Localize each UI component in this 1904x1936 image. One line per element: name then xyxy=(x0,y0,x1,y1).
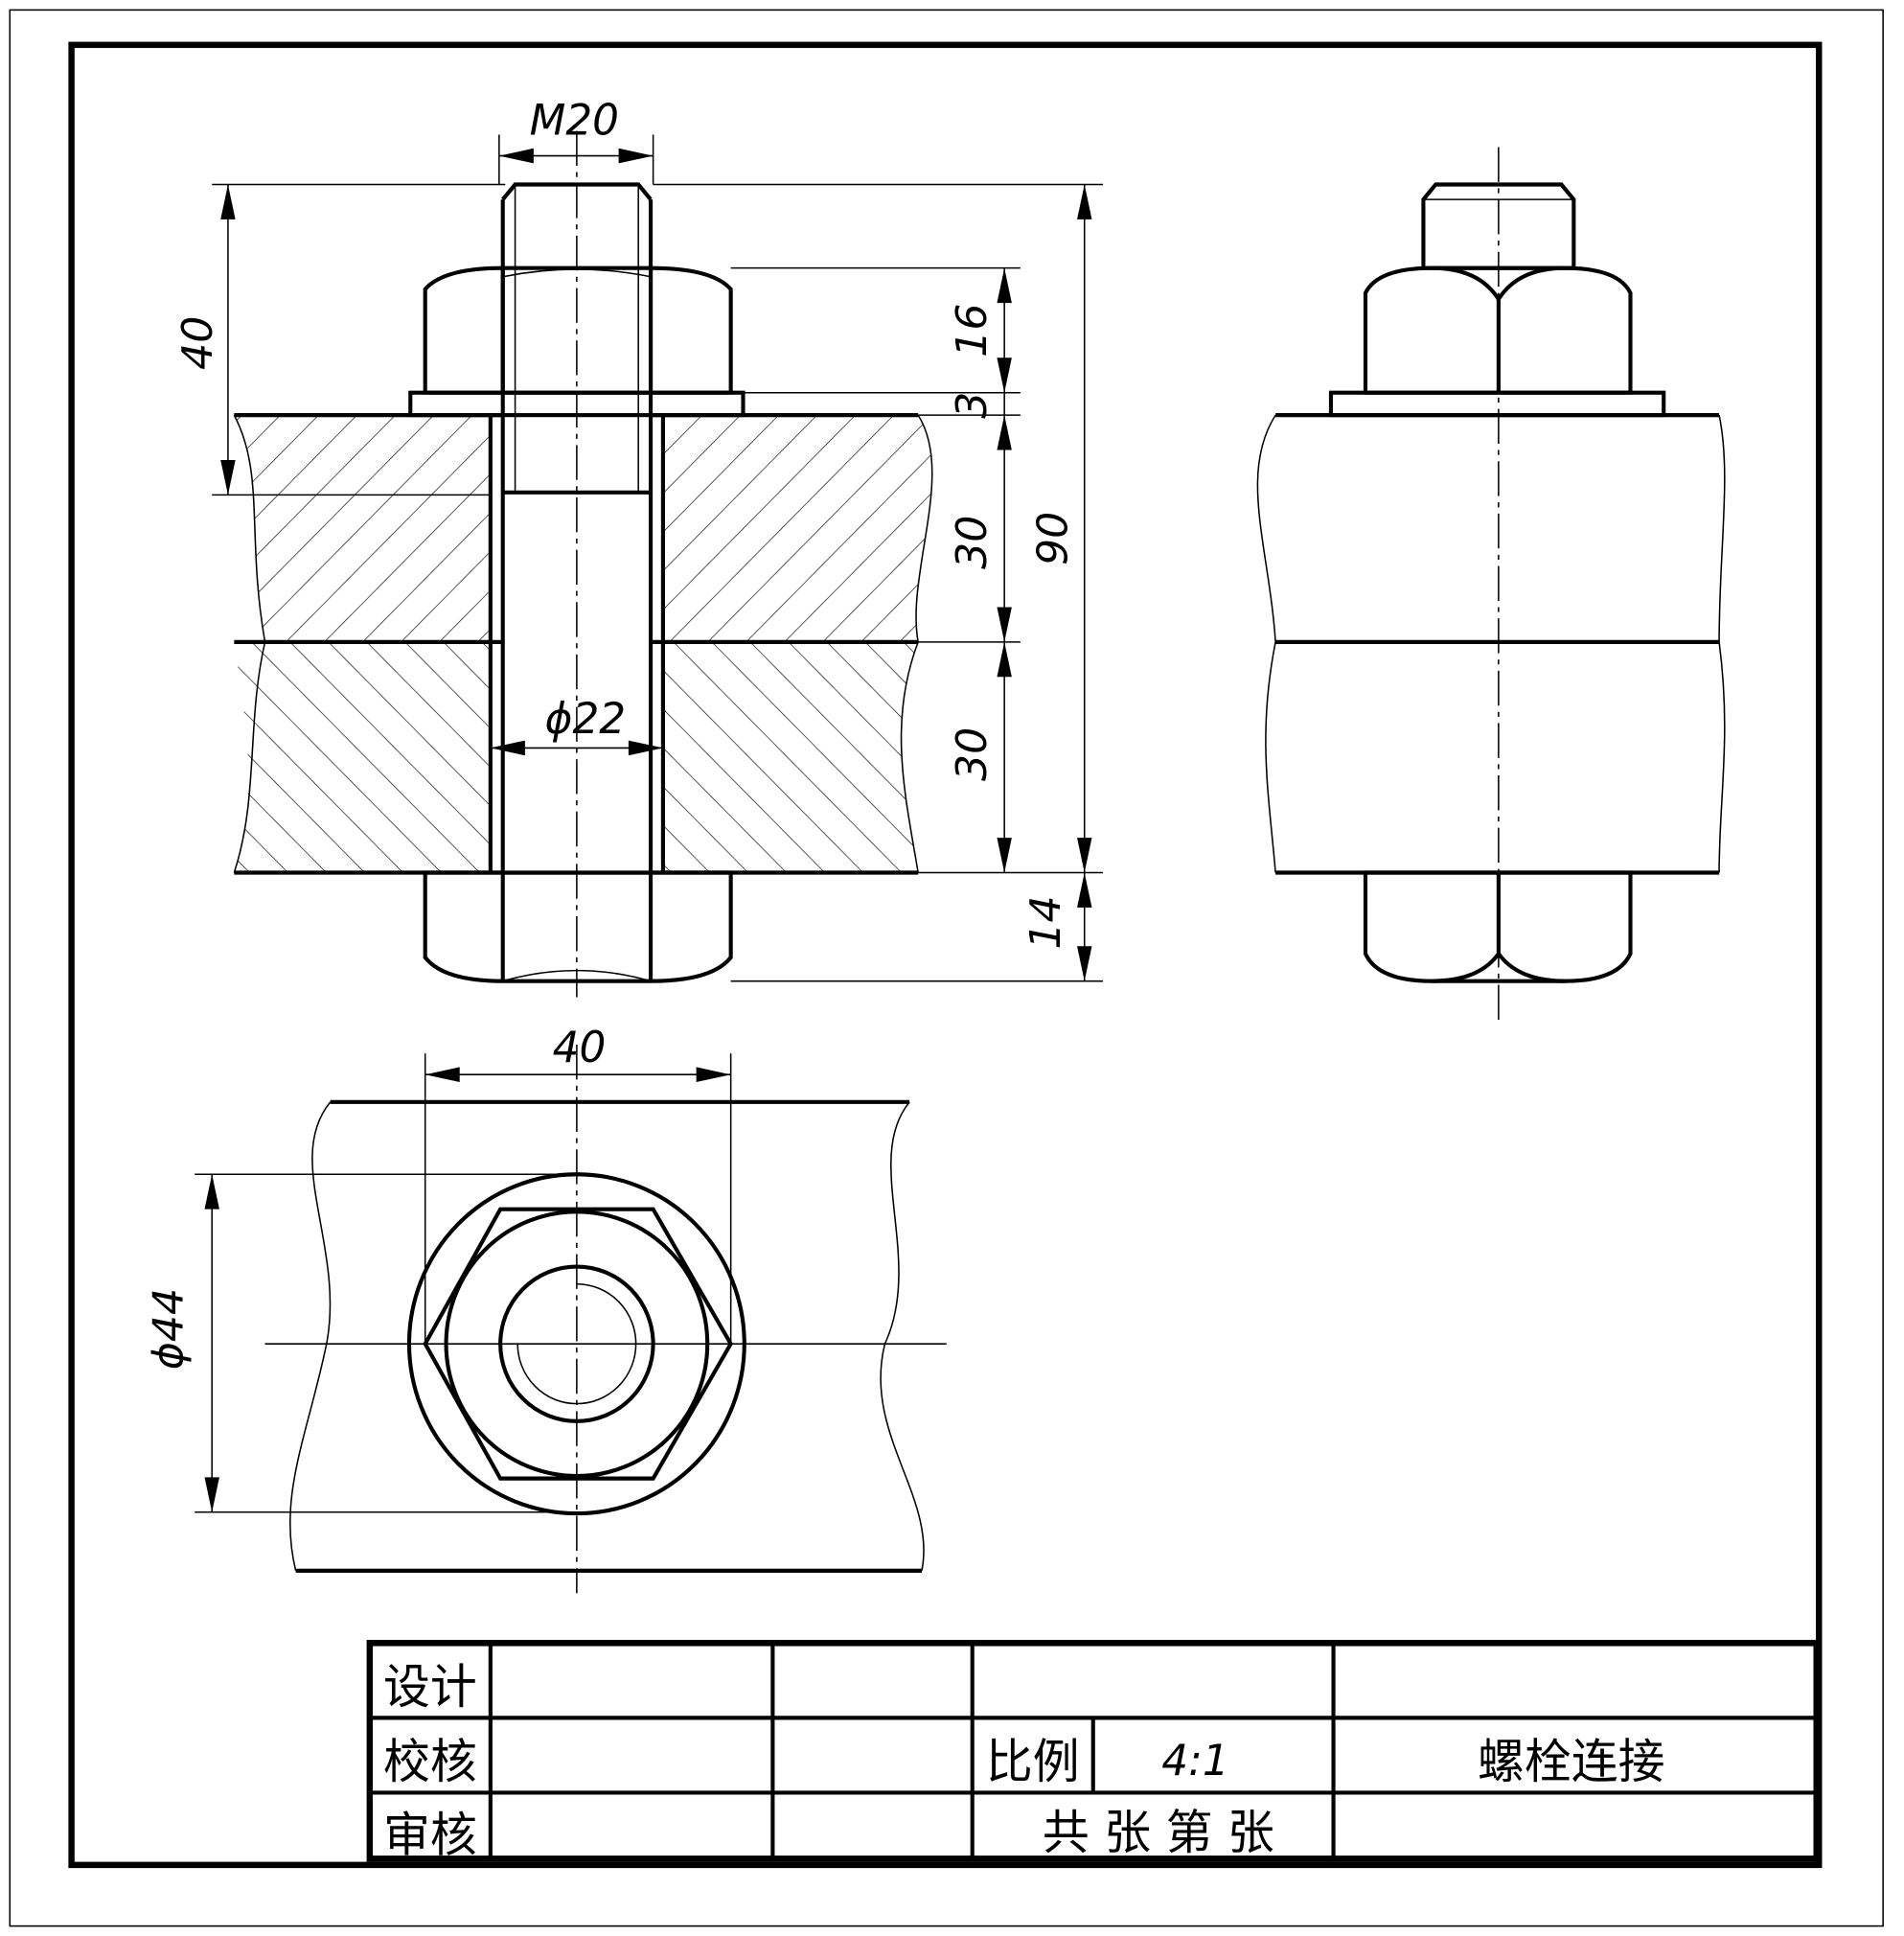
dim-nut-height: 16 xyxy=(948,304,997,357)
designer-label: 设计 xyxy=(383,1659,477,1715)
sheet-border xyxy=(9,9,1884,1927)
checker-label: 校核 xyxy=(383,1734,477,1789)
drawing-frame xyxy=(68,41,1823,1869)
side-view xyxy=(1256,147,1726,1020)
top-view xyxy=(264,1044,947,1594)
dim-total-length: 90 xyxy=(1029,512,1078,565)
dim-washer-diameter: ϕ44 xyxy=(145,1288,194,1370)
scale-label: 比例 xyxy=(986,1734,1080,1789)
dim-washer: 3 xyxy=(948,392,997,419)
dimensions: M20 40 16 3 30 30 90 14 ϕ22 40 ϕ44 xyxy=(145,96,1104,1513)
front-section-view xyxy=(233,130,933,998)
title-block: 设计 校核 审核 比例 4:1 共 张 第 张 螺栓连接 xyxy=(366,1640,1820,1863)
dim-nut-width: 40 xyxy=(553,1024,607,1072)
dim-thread: M20 xyxy=(530,96,619,145)
dim-hole: ϕ22 xyxy=(545,695,626,744)
dim-bolt-length-top: 40 xyxy=(173,316,222,370)
dim-plate1: 30 xyxy=(948,516,997,569)
scale-value: 4:1 xyxy=(1161,1737,1228,1786)
dim-head-height: 14 xyxy=(1021,895,1070,949)
sheet-count-label: 共 张 第 张 xyxy=(1043,1805,1274,1860)
dim-plate2: 30 xyxy=(948,727,997,781)
approver-label: 审核 xyxy=(383,1807,477,1862)
drawing-title: 螺栓连接 xyxy=(1478,1734,1664,1789)
